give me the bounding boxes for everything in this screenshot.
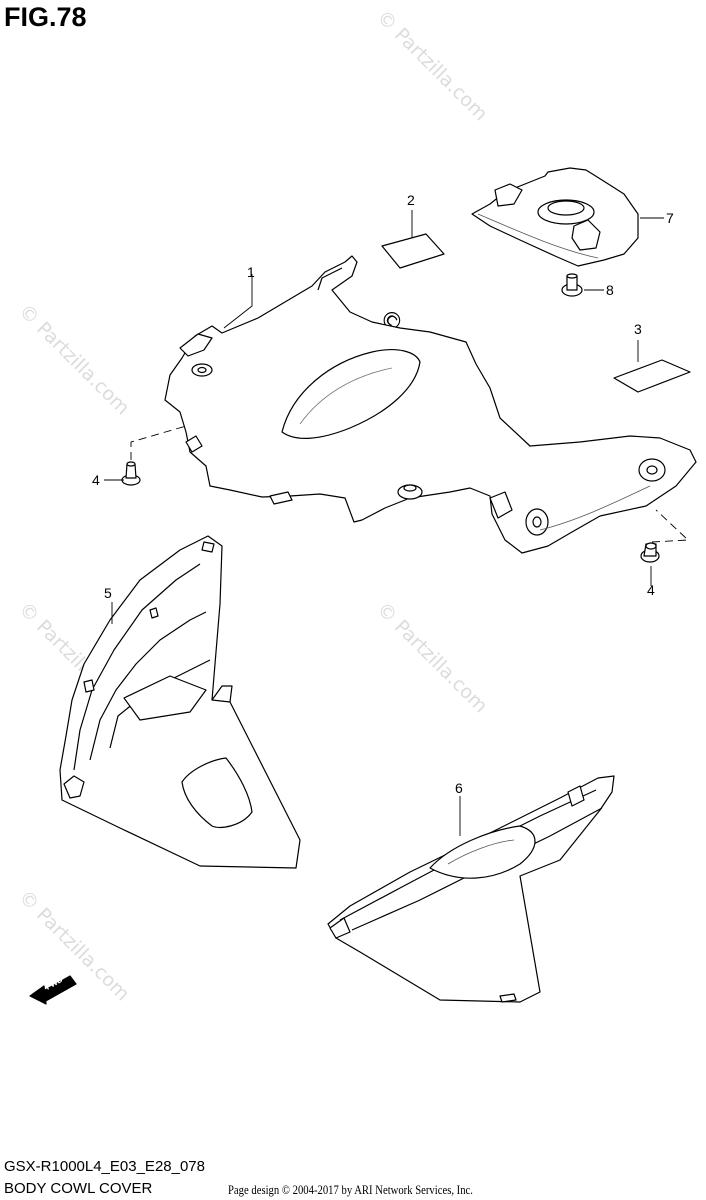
leader-line-1 <box>223 274 253 329</box>
callout-4-left: 4 <box>92 472 100 488</box>
part-4-left-clip <box>121 461 141 486</box>
callout-6: 6 <box>455 780 463 796</box>
part-7-cover <box>471 167 639 267</box>
part-3-pad <box>613 359 691 393</box>
callout-4-right: 4 <box>647 582 655 598</box>
callout-2: 2 <box>407 192 415 208</box>
callout-1: 1 <box>247 264 255 280</box>
leader-line-4-left-dashed <box>130 425 187 460</box>
footer-assembly-name: BODY COWL COVER <box>4 1180 153 1197</box>
part-8-bolt <box>561 273 583 297</box>
callout-7: 7 <box>666 210 674 226</box>
footer-credit: Page design © 2004-2017 by ARI Network S… <box>228 1182 473 1197</box>
footer-model-code: GSX-R1000L4_E03_E28_078 <box>4 1158 205 1175</box>
callout-3: 3 <box>634 321 642 337</box>
part-4-right-clip <box>640 542 660 563</box>
part-5-lower-cowl <box>59 535 301 869</box>
callout-5: 5 <box>104 585 112 601</box>
leader-line-4-right-dashed <box>651 509 690 543</box>
callout-8: 8 <box>606 282 614 298</box>
part-6-lower-cowl <box>327 775 615 1003</box>
fwd-arrow-icon <box>29 975 77 1005</box>
part-1-body-cowl <box>164 255 697 554</box>
part-2-pad <box>381 233 445 269</box>
figure-title: FIG.78 <box>4 2 87 32</box>
